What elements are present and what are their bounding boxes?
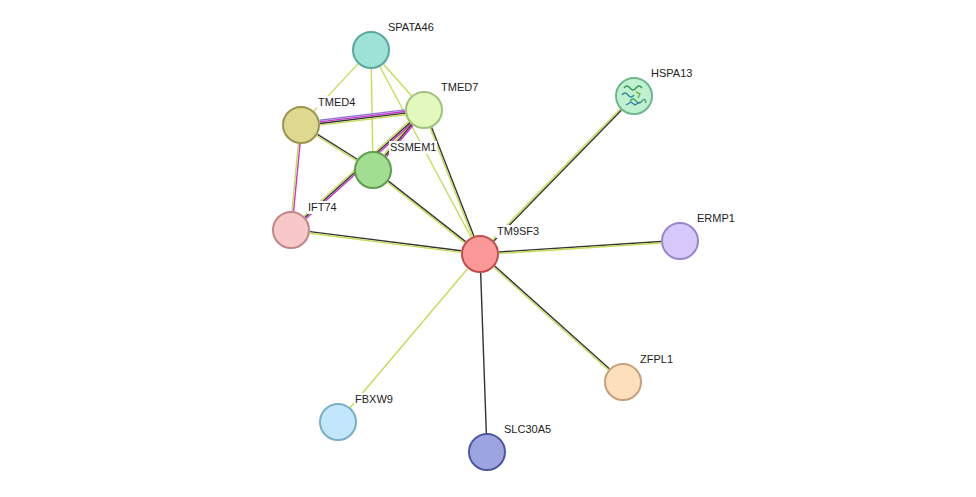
protein-structure-icon: [622, 86, 646, 105]
protein-node: [282, 106, 320, 144]
interaction-edge: [481, 273, 487, 433]
evidence-line: [304, 122, 409, 217]
node-label: SSMEM1: [389, 141, 437, 154]
evidence-line: [494, 110, 621, 241]
node-label: ERMP1: [696, 212, 736, 225]
protein-node: [661, 222, 699, 260]
node-label: TMED4: [317, 96, 356, 109]
interaction-edge: [310, 232, 462, 253]
interaction-edge: [304, 122, 411, 219]
protein-node: [319, 403, 357, 441]
node-label: TMED7: [440, 81, 479, 94]
evidence-line: [493, 109, 620, 240]
evidence-line: [388, 181, 465, 242]
evidence-line: [371, 69, 372, 151]
node-label: HSPA13: [650, 67, 693, 80]
protein-node: [604, 363, 642, 401]
evidence-line: [387, 182, 464, 243]
protein-node: [272, 211, 310, 249]
node-label: FBXW9: [354, 393, 394, 406]
evidence-line: [317, 136, 357, 161]
evidence-line: [310, 232, 461, 251]
interaction-edge: [494, 266, 610, 370]
protein-node: [615, 77, 653, 115]
interaction-edge: [350, 269, 467, 408]
evidence-line: [305, 123, 410, 218]
interaction-edge: [371, 69, 372, 151]
interaction-edge: [387, 181, 465, 243]
evidence-line: [320, 113, 405, 123]
node-label: SPATA46: [387, 21, 435, 34]
interaction-edge: [493, 109, 622, 241]
interaction-edge: [314, 64, 358, 111]
node-label: SLC30A5: [503, 423, 552, 436]
evidence-line: [499, 241, 661, 252]
protein-node: [354, 151, 392, 189]
node-label: ZFPL1: [639, 353, 674, 366]
evidence-line: [314, 64, 358, 111]
evidence-line: [494, 267, 609, 370]
interaction-edge: [320, 110, 406, 125]
interaction-edge: [317, 134, 358, 160]
evidence-line: [481, 273, 487, 433]
evidence-line: [306, 124, 411, 219]
protein-node: [352, 31, 390, 69]
evidence-line: [320, 115, 405, 125]
node-label: IFT74: [307, 201, 338, 214]
evidence-line: [350, 269, 467, 408]
protein-node: [461, 235, 499, 273]
evidence-line: [292, 144, 298, 211]
interaction-edge: [292, 144, 300, 211]
protein-node: [405, 91, 443, 129]
evidence-line: [310, 233, 461, 252]
protein-node: [468, 433, 506, 471]
evidence-line: [495, 266, 610, 369]
node-label: TM9SF3: [496, 225, 540, 238]
evidence-line: [499, 243, 661, 254]
evidence-line: [318, 134, 358, 159]
interaction-edge: [499, 241, 661, 253]
